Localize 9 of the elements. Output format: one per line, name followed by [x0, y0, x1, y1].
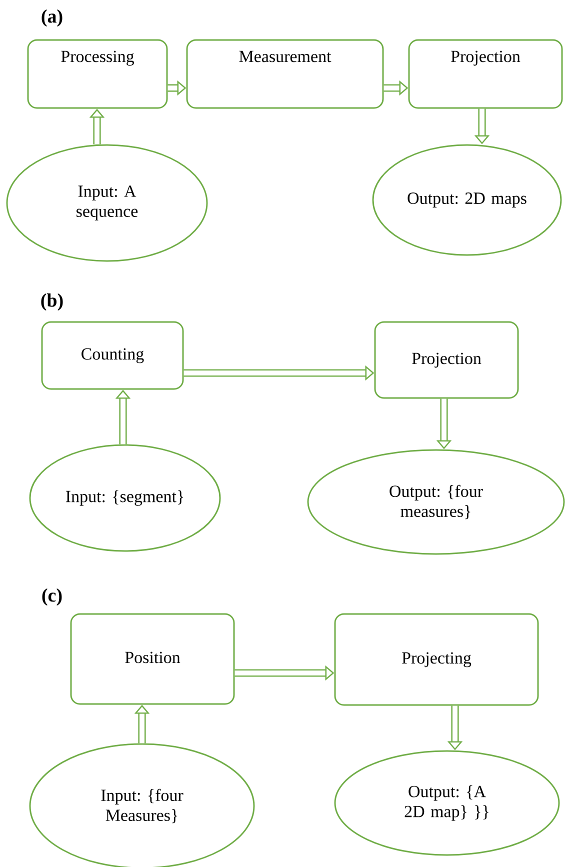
panel-label: (c) [42, 588, 62, 606]
process-box: Projecting [334, 613, 539, 706]
process-box: Processing [27, 39, 168, 109]
process-box: Counting [41, 321, 184, 390]
process-box: Measurement [186, 39, 384, 109]
panel-label: (b) [41, 293, 63, 311]
process-box: Projection [408, 39, 563, 109]
process-box: Projection [374, 321, 519, 399]
process-box: Position [70, 613, 235, 705]
